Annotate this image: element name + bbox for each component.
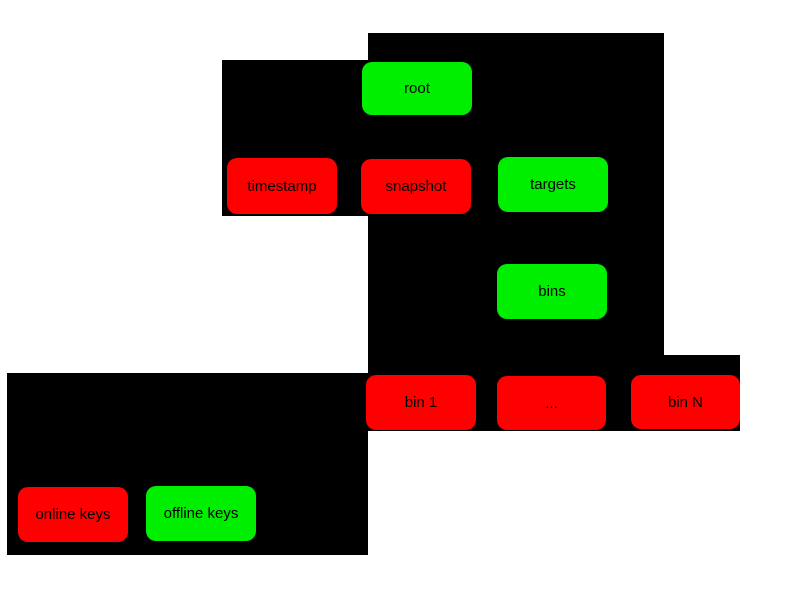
node-bins: bins: [497, 264, 607, 319]
legend-online-keys: online keys: [18, 487, 128, 542]
node-bins-label: bins: [538, 283, 566, 300]
legend-online-keys-label: online keys: [35, 506, 111, 523]
node-targets-label: targets: [530, 176, 576, 193]
node-root-label: root: [404, 80, 430, 97]
node-timestamp-label: timestamp: [247, 177, 317, 195]
node-bin-n-label: bin N: [667, 393, 704, 411]
legend-offline-keys-label: offline keys: [163, 505, 239, 522]
node-snapshot: snapshot: [361, 159, 471, 214]
node-root: root: [362, 62, 472, 115]
node-bin-ellipsis: ...: [497, 376, 606, 430]
node-bin-1-label: bin 1: [404, 394, 438, 411]
node-bin-ellipsis-label: ...: [545, 394, 558, 412]
node-snapshot-label: snapshot: [385, 178, 447, 195]
legend-offline-keys: offline keys: [146, 486, 256, 541]
node-timestamp: timestamp: [227, 158, 337, 214]
node-bin-1: bin 1: [366, 375, 476, 430]
node-targets: targets: [498, 157, 608, 212]
node-bin-n: bin N: [631, 375, 740, 429]
